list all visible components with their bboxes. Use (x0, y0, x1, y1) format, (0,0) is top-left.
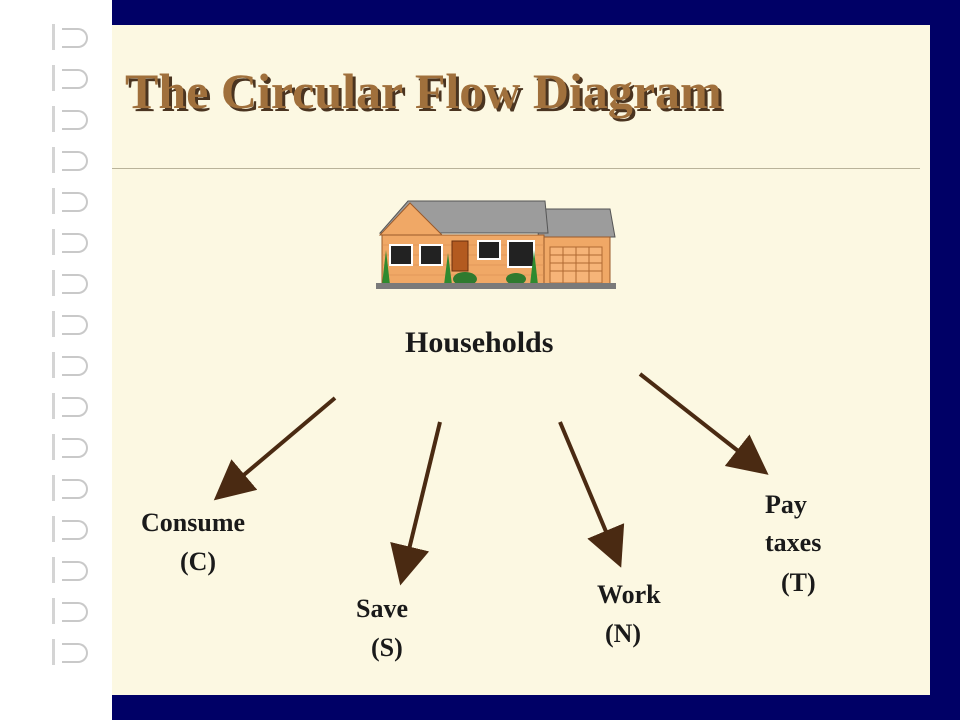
binder-ring (62, 438, 88, 458)
center-label-households: Households (405, 326, 554, 359)
arrow-taxes (638, 372, 769, 475)
binder-ring (62, 315, 88, 335)
binder-ring-post (52, 270, 55, 296)
binder-ring-post (52, 147, 55, 173)
binder-ring (62, 28, 88, 48)
binder-ring-post (52, 311, 55, 337)
flow-label-pay: Pay (765, 490, 807, 519)
binder-ring (62, 69, 88, 89)
binder-ring (62, 274, 88, 294)
binder-ring-post (52, 106, 55, 132)
binder-ring (62, 643, 88, 663)
slide-title: The Circular Flow Diagram (125, 63, 722, 119)
binder-ring-post (52, 393, 55, 419)
flow-symbol-consume: (C) (180, 547, 217, 576)
flow-label-save: Save (356, 594, 408, 623)
binder-ring (62, 479, 88, 499)
slide-panel (112, 25, 930, 695)
binder-ring-post (52, 516, 55, 542)
binder-ring (62, 356, 88, 376)
house-icon (376, 200, 616, 289)
binder-ring-post (52, 24, 55, 50)
binder-ring (62, 233, 88, 253)
binder-ring (62, 397, 88, 417)
binder-ring-post (52, 598, 55, 624)
arrow-consume (213, 396, 337, 501)
binder-ring-post (52, 557, 55, 583)
flow-label-consume: Consume (141, 508, 246, 537)
binder-ring-post (52, 475, 55, 501)
binder-ring (62, 192, 88, 212)
binder-ring (62, 151, 88, 171)
flow-symbol-taxes: (T) (781, 568, 816, 597)
binder-strip (0, 0, 112, 720)
title-divider (112, 168, 920, 169)
arrow-work (558, 421, 625, 568)
binder-ring (62, 520, 88, 540)
flow-symbol-save: (S) (371, 633, 403, 662)
binder-ring-post (52, 188, 55, 214)
binder-ring-post (52, 229, 55, 255)
arrow-save (390, 421, 442, 586)
binder-ring-post (52, 352, 55, 378)
flow-symbol-work: (N) (605, 619, 642, 648)
binder-ring (62, 602, 88, 622)
binder-ring-post (52, 639, 55, 665)
flow-label-taxes: taxes (765, 528, 822, 557)
binder-ring (62, 561, 88, 581)
binder-ring-post (52, 434, 55, 460)
binder-ring (62, 110, 88, 130)
flow-label-work: Work (597, 580, 661, 609)
binder-ring-post (52, 65, 55, 91)
